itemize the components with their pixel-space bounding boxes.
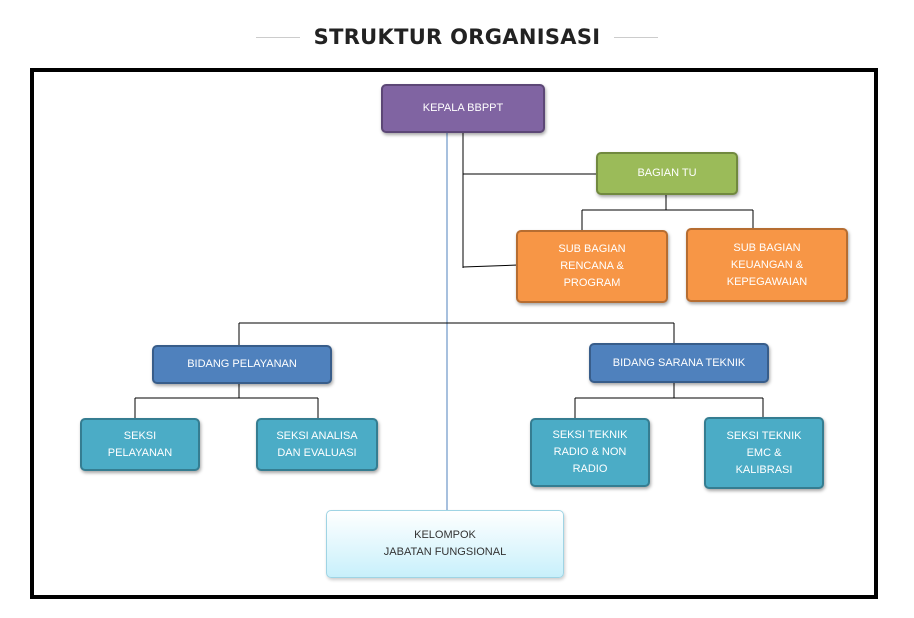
- node-seksi-teknik-emc: SEKSI TEKNIK EMC & KALIBRASI: [704, 417, 824, 489]
- node-bagian-tu: BAGIAN TU: [596, 152, 738, 195]
- node-sub-bagian-keuangan-kepegawaian: SUB BAGIAN KEUANGAN & KEPEGAWAIAN: [686, 228, 848, 302]
- node-kelompok-jabatan-fungsional: KELOMPOK JABATAN FUNGSIONAL: [326, 510, 564, 578]
- node-bidang-pelayanan: BIDANG PELAYANAN: [152, 345, 332, 384]
- node-seksi-teknik-radio: SEKSI TEKNIK RADIO & NON RADIO: [530, 418, 650, 487]
- title-left-rule: [255, 36, 300, 38]
- staff-to-rencana-line: [462, 264, 519, 268]
- title-right-rule: [614, 36, 659, 38]
- page-header: STRUKTUR ORGANISASI: [0, 20, 914, 54]
- node-kepala-bbppt: KEPALA BBPPT: [381, 84, 545, 133]
- node-sub-bagian-rencana-program: SUB BAGIAN RENCANA & PROGRAM: [516, 230, 668, 303]
- node-seksi-pelayanan: SEKSI PELAYANAN: [80, 418, 200, 471]
- node-bidang-sarana-teknik: BIDANG SARANA TEKNIK: [589, 343, 769, 383]
- node-seksi-analisa-evaluasi: SEKSI ANALISA DAN EVALUASI: [256, 418, 378, 471]
- page-title: STRUKTUR ORGANISASI: [313, 25, 601, 49]
